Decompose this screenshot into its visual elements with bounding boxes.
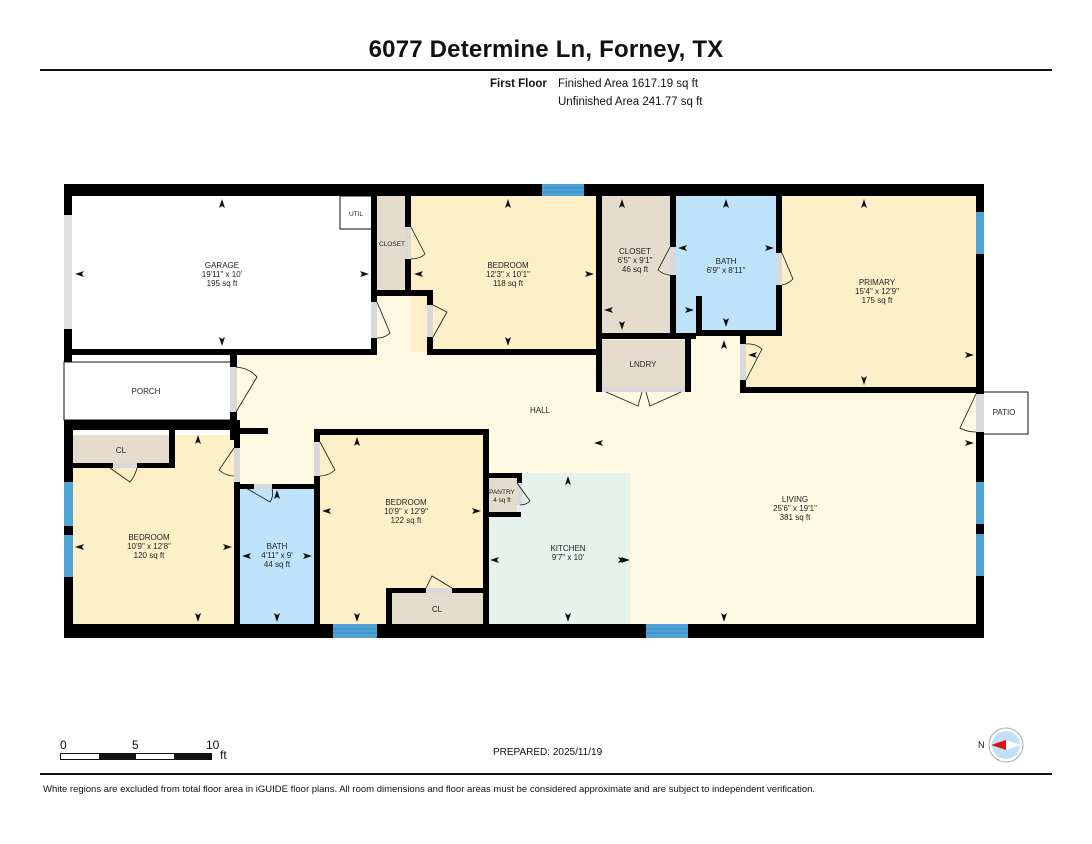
scale-unit: ft <box>220 748 227 762</box>
room-closet-primary-dims: 6'5" x 9'1" <box>618 256 653 265</box>
closet-primary-fill <box>600 196 670 333</box>
windows <box>64 184 984 638</box>
window-primary <box>976 212 984 254</box>
room-labels: GARAGE 19'11" x 10' 195 sq ft UTIL CLOSE… <box>116 211 1016 614</box>
room-living-dims: 25'6" x 19'1" <box>773 504 817 513</box>
room-bedroom-mid-name: BEDROOM <box>385 498 427 507</box>
scale-tick-10: 10 <box>206 738 220 752</box>
room-bedroom-mid-dims: 10'9" x 12'9" <box>384 507 428 516</box>
window-living-2 <box>976 534 984 576</box>
room-bath-hall-name: BATH <box>267 542 288 551</box>
room-garage-area: 195 sq ft <box>207 279 238 288</box>
lndry-fill <box>600 340 688 388</box>
window-bedroom-left-1 <box>64 482 73 526</box>
room-bedroom-left-area: 120 sq ft <box>134 551 165 560</box>
room-hall-name: HALL <box>530 406 551 415</box>
window-bedroom-left-2 <box>64 535 73 577</box>
finished-area: Finished Area 1617.19 sq ft <box>558 78 699 90</box>
scale-bar: 0 5 10 ft <box>60 738 240 768</box>
dimension-arrows <box>75 199 974 622</box>
room-bath-primary-name: BATH <box>716 257 737 266</box>
room-bedroom-left-name: BEDROOM <box>128 533 170 542</box>
window-living-1 <box>976 482 984 524</box>
room-primary-name: PRIMARY <box>859 278 896 287</box>
header-divider <box>40 69 1052 71</box>
room-primary-area: 175 sq ft <box>862 296 893 305</box>
room-garage-dims: 19'11" x 10' <box>202 270 243 279</box>
scale-tick-0: 0 <box>60 738 67 752</box>
primary-fill <box>780 196 978 389</box>
room-bath-hall-area: 44 sq ft <box>264 560 291 569</box>
room-bedroom-top-dims: 12'3" x 10'1" <box>486 270 530 279</box>
window-living-bottom <box>646 624 688 638</box>
compass-n-label: N <box>978 740 985 750</box>
room-bedroom-top-area: 118 sq ft <box>493 279 524 288</box>
room-pantry-name: PANTRY <box>489 489 515 496</box>
bath-hall-fill <box>240 488 314 625</box>
scale-bar-graphic <box>60 753 212 760</box>
disclaimer: White regions are excluded from total fl… <box>43 784 816 795</box>
room-kitchen-name: KITCHEN <box>550 544 585 553</box>
room-living-area: 381 sq ft <box>780 513 811 522</box>
room-util-name: UTIL <box>349 211 363 218</box>
room-kitchen-dims: 9'7" x 10' <box>552 553 585 562</box>
room-pantry-dims: 4 sq ft <box>493 497 511 504</box>
room-closet-primary-area: 46 sq ft <box>622 265 649 274</box>
room-patio-name: PATIO <box>993 408 1016 417</box>
walls <box>64 184 984 638</box>
room-living-name: LIVING <box>782 495 808 504</box>
room-lndry-name: LNDRY <box>630 360 658 369</box>
window-bedroom-mid <box>333 624 377 638</box>
garage-door <box>64 215 72 329</box>
garage-fill <box>70 196 375 349</box>
room-bedroom-mid-area: 122 sq ft <box>391 516 422 525</box>
room-bath-hall-dims: 4'11" x 9' <box>261 551 293 560</box>
room-bath-primary-dims: 6'9" x 8'11" <box>707 266 746 275</box>
room-bedroom-top-name: BEDROOM <box>487 261 529 270</box>
room-closet-primary-name: CLOSET <box>619 247 651 256</box>
room-fills <box>63 195 1029 628</box>
prepared-date: PREPARED: 2025/11/19 <box>493 747 603 758</box>
room-bedroom-left-dims: 10'9" x 12'8" <box>127 542 171 551</box>
footer-divider <box>40 773 1052 775</box>
closet-top-fill <box>377 196 407 291</box>
doors <box>109 226 984 593</box>
cl-mid-fill <box>392 593 484 625</box>
room-primary-dims: 15'4" x 12'9" <box>855 287 899 296</box>
scale-tick-5: 5 <box>132 738 139 752</box>
room-porch-name: PORCH <box>132 387 161 396</box>
room-closet-top-name: CLOSET <box>379 241 405 248</box>
page-title: 6077 Determine Ln, Forney, TX <box>368 36 724 63</box>
room-cl-left-name: CL <box>116 446 127 455</box>
unfinished-area: Unfinished Area 241.77 sq ft <box>558 96 703 108</box>
room-cl-mid-name: CL <box>432 605 443 614</box>
bedroom-top-fill <box>411 196 597 352</box>
window-top <box>542 184 584 196</box>
pantry-fill <box>487 476 517 512</box>
north-arrow-icon: N <box>978 727 1024 763</box>
floor-label: First Floor <box>490 78 547 90</box>
room-garage-name: GARAGE <box>205 261 239 270</box>
